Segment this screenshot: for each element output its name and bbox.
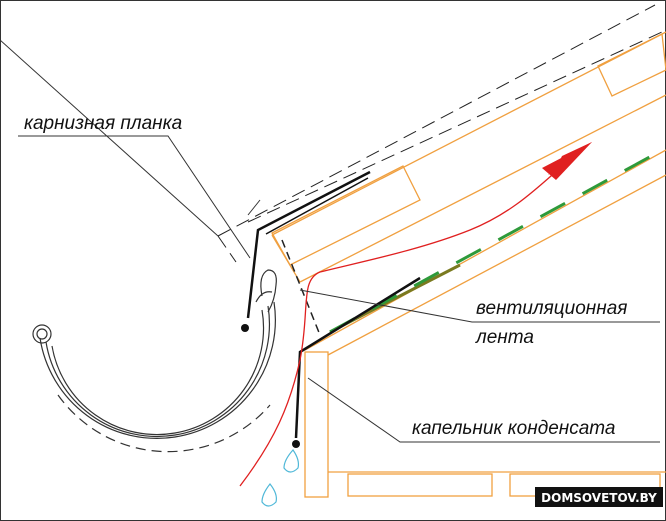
rafter-bottom <box>327 174 666 356</box>
eaves-strip-inner <box>265 177 369 235</box>
roof-covering <box>217 4 663 263</box>
watermark-background <box>535 487 663 507</box>
water-drops <box>261 449 300 507</box>
covering-tick <box>247 199 261 216</box>
roof-covering-lower-line <box>247 31 663 223</box>
roof-covering-upper-line <box>217 4 656 237</box>
soffit-board-1 <box>347 473 493 497</box>
drip-edge-profile <box>294 276 421 439</box>
roof-covering-edge <box>217 235 237 263</box>
counter-batten-top <box>271 31 666 236</box>
rafter-top <box>304 149 666 351</box>
gutter-inner-wall-2 <box>51 309 265 436</box>
counter-batten-bottom <box>299 94 666 283</box>
gutter-inner-wall <box>45 305 271 438</box>
gutter-outer-wall <box>39 301 276 439</box>
drip-edge-hook <box>292 440 300 448</box>
membrane-dashed <box>281 239 321 336</box>
eaves-strip-outer <box>246 170 371 319</box>
label-eaves-strip: карнизная планка <box>24 113 182 134</box>
fascia-board <box>304 351 329 498</box>
gutter-bracket-tip <box>255 291 273 303</box>
drip-edge <box>292 276 421 448</box>
leader-eaves-strip <box>18 135 251 259</box>
airflow <box>239 142 592 487</box>
label-vent-tape-line2: лента <box>475 327 534 348</box>
leader-lines <box>18 135 660 443</box>
batten-board-1 <box>271 165 421 266</box>
label-vent-tape-line1: вентиляционная <box>476 298 627 319</box>
water-drop-1 <box>283 449 300 473</box>
gutter-bead-outer <box>32 324 52 344</box>
gutter-dashed-outline <box>57 394 271 453</box>
watermark-text: DOMSOVETOV.BY <box>541 491 657 505</box>
watermark: DOMSOVETOV.BY <box>535 487 663 507</box>
wall-diagonal-line <box>0 39 219 237</box>
vent-tape-strip <box>329 146 666 334</box>
batten-board-2 <box>597 33 666 97</box>
airflow-line <box>239 167 561 487</box>
gutter-bracket <box>255 269 277 313</box>
label-drip-edge: капельник конденсата <box>412 418 615 439</box>
leader-vent-tape <box>299 289 660 323</box>
eaves-strip <box>241 170 371 332</box>
water-drop-2 <box>261 483 277 507</box>
gutter-bead-inner <box>36 328 48 340</box>
leader-drip-edge <box>307 377 660 443</box>
gutter <box>32 301 276 453</box>
airflow-arrow-body <box>542 142 592 180</box>
eaves-strip-hook <box>241 324 249 332</box>
gutter-bracket-clip <box>260 269 277 313</box>
